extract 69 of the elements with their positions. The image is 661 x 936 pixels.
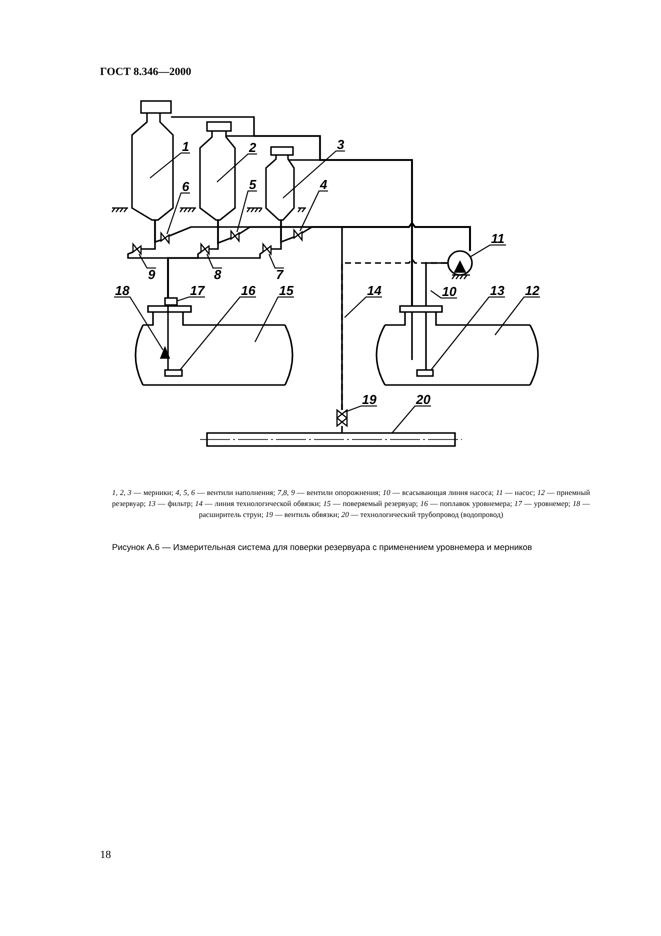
leader-line: [494, 296, 540, 336]
callout-number: 9: [147, 268, 156, 281]
callout-number: 11: [490, 232, 506, 245]
tank-drawing: [134, 305, 294, 386]
leader-line: [176, 296, 205, 302]
callout-number: 1: [181, 140, 190, 153]
callout-number: 14: [366, 284, 382, 297]
leader-line: [470, 244, 506, 258]
callout-number: 10: [441, 285, 458, 298]
leader-line: [282, 150, 345, 198]
leader-line: [430, 296, 505, 370]
callout-number: 13: [489, 284, 506, 297]
tank-drawing: [376, 305, 539, 386]
callout-number: 5: [248, 178, 258, 191]
figure-caption: Рисунок А.6 — Измерительная система для поверки резервуара с применением уровнемера и мерников: [112, 542, 534, 552]
callout-number: 19: [361, 393, 378, 406]
pipe-line: [271, 220, 282, 250]
callout-number: 16: [240, 284, 256, 297]
page-number: 18: [100, 849, 111, 861]
leader-line: [300, 190, 328, 232]
pipe-line: [341, 426, 343, 433]
callout-number: 6: [181, 180, 190, 193]
leader-line: [254, 296, 294, 342]
measuring-tank-drawing: [199, 121, 236, 221]
valve-icon: [262, 242, 272, 256]
measuring-tank-drawing: [265, 146, 295, 221]
callout-number: 2: [248, 141, 258, 154]
pipe-line: [167, 251, 264, 298]
jet-expander-icon: [160, 346, 170, 359]
pipe-line: [341, 222, 471, 410]
valve-icon: [230, 229, 240, 243]
callout-number: 12: [524, 284, 540, 297]
valve-icon: [160, 231, 170, 245]
pipe-line: [425, 262, 448, 306]
pipe-line: [141, 220, 156, 250]
leader-line: [166, 192, 190, 234]
callout-number: 7: [275, 268, 284, 281]
pipe-line: [288, 159, 413, 306]
leader-line: [430, 290, 457, 299]
leader-line: [268, 254, 284, 269]
leader-line: [150, 152, 190, 178]
leader-line: [392, 405, 431, 434]
leader-line: [138, 254, 156, 269]
valve-icon: [200, 242, 210, 256]
leader-line: [344, 296, 382, 318]
leader-line: [344, 405, 377, 413]
float-icon: [164, 369, 183, 377]
valve-icon: [336, 408, 348, 428]
leader-line: [114, 296, 164, 350]
pump-icon: [447, 250, 473, 280]
callout-number: 17: [189, 284, 206, 297]
callout-number: 8: [213, 268, 222, 281]
leader-line: [236, 190, 257, 232]
leader-line: [216, 153, 257, 182]
header-text: ГОСТ 8.346—2000: [100, 66, 192, 78]
callout-number: 20: [415, 393, 432, 406]
measuring-tank-drawing: [131, 100, 174, 221]
level-gauge-icon: [164, 297, 178, 371]
valve-icon: [293, 228, 303, 242]
leader-line: [206, 254, 222, 269]
leader-line: [180, 296, 256, 370]
filter-icon: [416, 369, 434, 377]
pipe-drawing: [200, 432, 462, 447]
callout-number: 4: [319, 178, 328, 191]
callout-number: 18: [114, 284, 130, 297]
pipe-line: [209, 220, 219, 250]
callout-number: 3: [336, 138, 346, 151]
valve-icon: [132, 242, 142, 256]
callout-number: 15: [278, 284, 294, 297]
